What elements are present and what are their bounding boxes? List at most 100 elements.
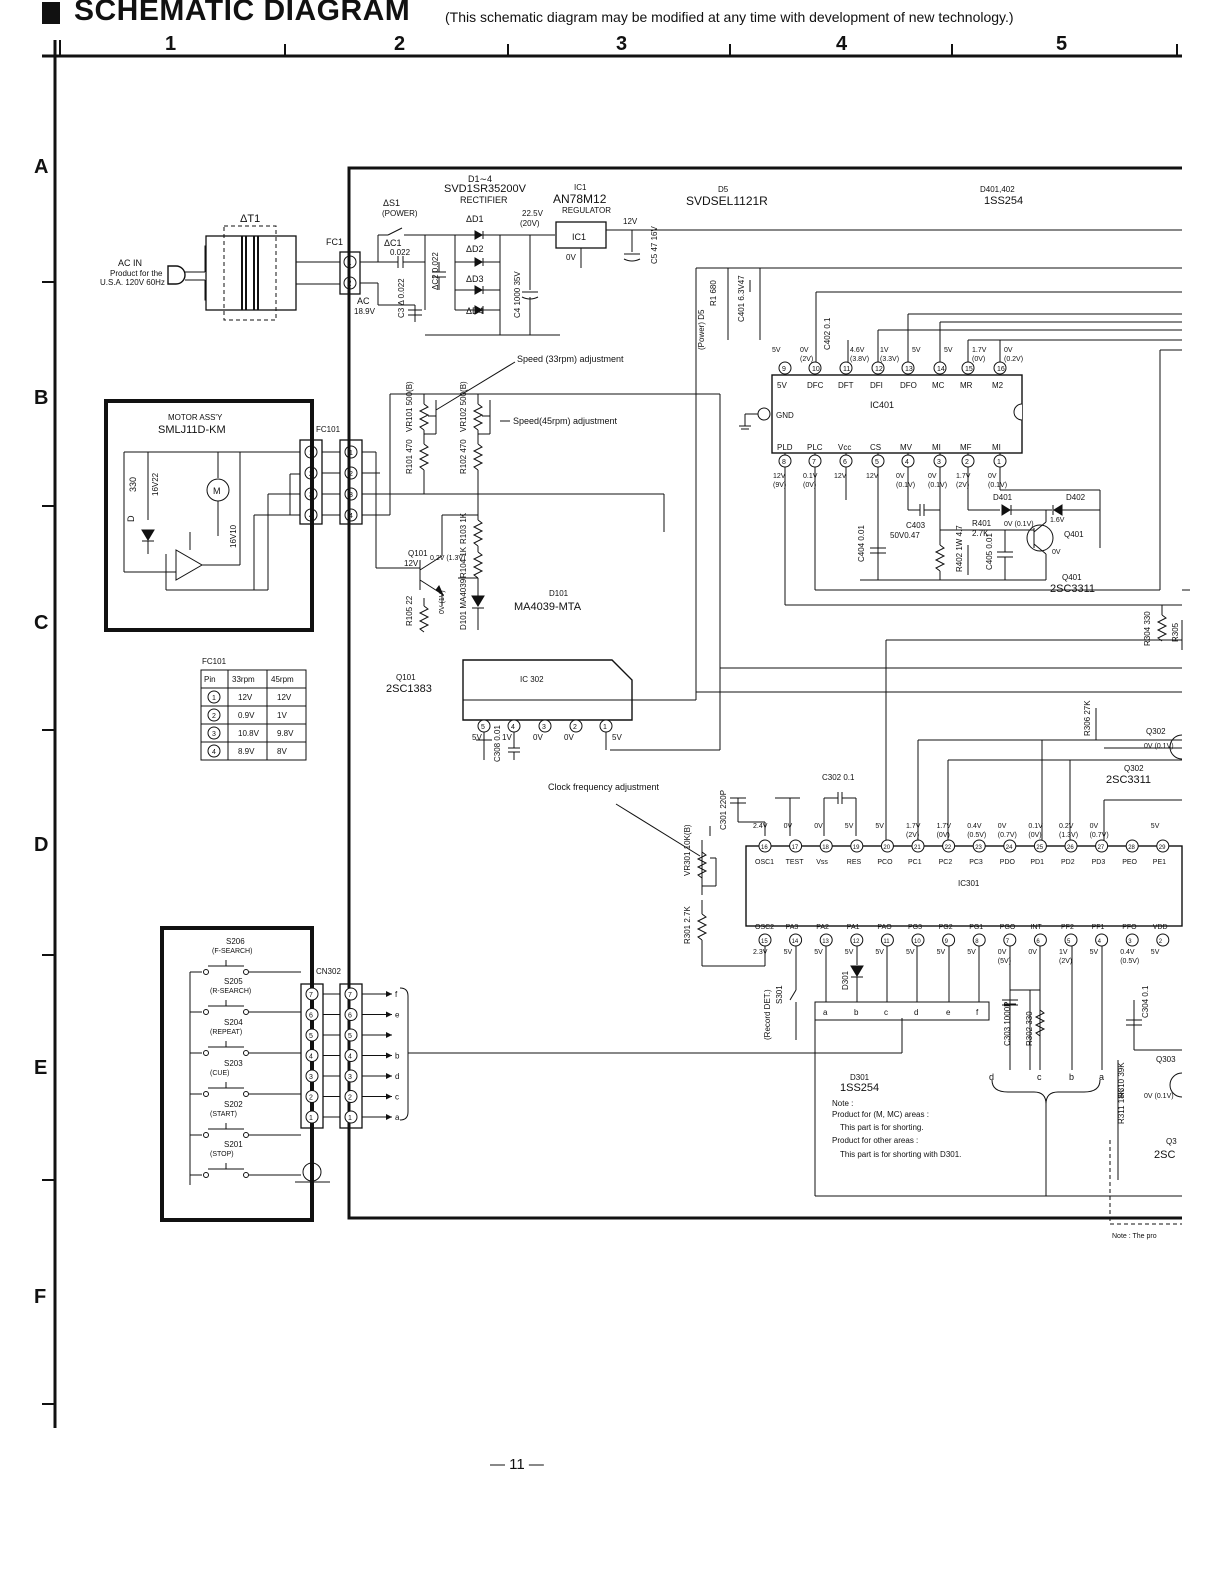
ic401-pin-14: 14 xyxy=(937,366,945,373)
ic401-pin-voltage: 0V xyxy=(896,473,905,480)
bus-net-letter: a xyxy=(823,1008,828,1017)
ic301-pin-7: 7 xyxy=(1006,939,1010,945)
d101-part: MA4039-MTA xyxy=(514,601,582,613)
c403-label: C403 xyxy=(906,521,926,530)
r102-label: R102 470 xyxy=(459,439,468,474)
ic302-pin-voltage: 0V xyxy=(533,733,543,742)
grid-row-b: B xyxy=(34,387,48,409)
speed-33-label: Speed (33rpm) adjustment xyxy=(517,354,624,364)
record-det-label: (Record DET.) xyxy=(763,989,772,1040)
motor-cap: 16V22 xyxy=(151,472,160,496)
ic301-pin-name: OSC2 xyxy=(755,924,774,931)
ic301-pin-29: 29 xyxy=(1159,845,1166,851)
ic301-pin-name: PA3 xyxy=(786,924,799,931)
ic301-pin-voltage: (5V) xyxy=(998,958,1011,965)
fc101-table-cell: 10.8V xyxy=(238,729,260,738)
c303-label: C303 1000P xyxy=(1003,1002,1012,1046)
ic301-pin-voltage: (0.5V) xyxy=(1120,958,1139,965)
bus-wires xyxy=(696,280,1182,845)
ic401-pin-9: 9 xyxy=(782,366,786,373)
motor-part: SMLJ11D-KM xyxy=(158,424,226,436)
ac-in-label: AC IN xyxy=(118,258,142,268)
cn302-net-letter: b xyxy=(395,1052,400,1061)
ic301-pin-voltage: 0V xyxy=(998,949,1007,956)
ic301-pin-name: PD3 xyxy=(1092,859,1106,866)
ic401-pin-16: 16 xyxy=(997,366,1005,373)
bus-net-letter: b xyxy=(1069,1072,1074,1082)
ic301-pin-voltage: 2.4V xyxy=(753,823,768,830)
ic401-pin-name: MR xyxy=(960,381,973,390)
ic401-pin-voltage: 5V xyxy=(944,347,953,354)
ic301-pin-voltage: 5V xyxy=(1151,823,1160,830)
c4-label: C4 1000 35V xyxy=(513,271,522,318)
grid-row-e: E xyxy=(34,1057,47,1079)
ic301-pin-name: PD2 xyxy=(1061,859,1075,866)
q302-section xyxy=(1095,708,1183,760)
q401-voltage-2: 0V xyxy=(1052,549,1061,556)
ic301-pin-21: 21 xyxy=(914,845,921,851)
ic401-pin-11: 11 xyxy=(843,366,850,373)
motor-resistor: 330 xyxy=(128,477,138,492)
ic401-pin-voltage: 0V xyxy=(800,347,809,354)
header-bullet xyxy=(42,2,60,24)
cn302-net-letter: d xyxy=(395,1072,399,1081)
cn302-pin-6: 6 xyxy=(309,1013,313,1020)
ic401-pin-2: 2 xyxy=(965,459,969,466)
ic401-pin-voltage: 5V xyxy=(912,347,921,354)
ic401-pin-name: PLD xyxy=(777,443,793,452)
fc101-table-cell: 12V xyxy=(238,693,253,702)
r103-label: R103 1K xyxy=(459,512,468,544)
fc101-table-cell: 9.8V xyxy=(277,729,294,738)
ic302-pin-voltage: 5V xyxy=(472,733,482,742)
ic301-pin-name: PA2 xyxy=(816,924,829,931)
grid-col-3: 3 xyxy=(616,33,627,55)
d402-label: D402 xyxy=(1066,493,1086,502)
bus-net-letter: d xyxy=(914,1008,918,1017)
ic401-pin-voltage: (2V) xyxy=(956,482,969,489)
ic401-pin-voltage: 12V xyxy=(773,473,786,480)
r105-label: R105 22 xyxy=(405,595,414,626)
r402-label: R402 1W 4.7 xyxy=(955,525,964,572)
r1-label: R1 680 xyxy=(709,280,718,306)
note-title: Note : xyxy=(832,1099,853,1108)
ic301-pin-name: PG2 xyxy=(939,924,953,931)
ic301-pin-voltage: (0.5V) xyxy=(967,832,986,839)
fc101-table xyxy=(200,669,307,761)
ic301-pin-name: PCO xyxy=(877,859,893,866)
ac-input-section xyxy=(167,225,361,321)
ic301-pin-name: PE1 xyxy=(1153,859,1166,866)
ic401-pin-3: 3 xyxy=(937,459,941,466)
ic401-pin-voltage: (9V) xyxy=(773,482,786,489)
fc101-table-cell: 4 xyxy=(212,749,216,756)
motor-m: M xyxy=(213,486,221,496)
cn302-net-letter: a xyxy=(395,1113,400,1122)
r101-label: R101 470 xyxy=(405,439,414,474)
d1-label: ΔD1 xyxy=(466,214,484,224)
ic401-pin-name: M2 xyxy=(992,381,1004,390)
ic301-pin-6: 6 xyxy=(1036,939,1040,945)
ic301-pin-13: 13 xyxy=(822,939,829,945)
ic401-pin-voltage: 1.7V xyxy=(956,473,971,480)
q401-voltage: 1.6V xyxy=(1050,517,1065,524)
speed-45-label: Speed(45rpm) adjustment xyxy=(513,416,618,426)
ic401-pin-12: 12 xyxy=(875,366,883,373)
c402-label: C402 0.1 xyxy=(823,317,832,350)
ic1-gnd-v: 0V xyxy=(566,253,576,262)
c2-label: ΔC2 0.022 xyxy=(431,252,440,290)
ic301-pin-voltage: 0.4V xyxy=(1120,949,1135,956)
ic1-output-v: 12V xyxy=(623,217,638,226)
c3-label: C3 Δ 0.022 xyxy=(397,278,406,318)
ic301-pin-name: PG1 xyxy=(969,924,983,931)
ic301-pin-voltage: 0.4V xyxy=(967,823,982,830)
ic301-pin-voltage: 0V xyxy=(814,823,823,830)
bus-net-letter: b xyxy=(854,1008,859,1017)
ic401-pin-8: 8 xyxy=(782,459,786,466)
ic301-pin-22: 22 xyxy=(945,845,952,851)
s1-name: (POWER) xyxy=(382,209,418,218)
bus-net-letter: c xyxy=(884,1008,888,1017)
d301-part: 1SS254 xyxy=(840,1082,879,1094)
bus-net-letter: d xyxy=(989,1072,994,1082)
q101-title: Q101 xyxy=(396,673,416,682)
cn302-label: CN302 xyxy=(316,967,341,976)
